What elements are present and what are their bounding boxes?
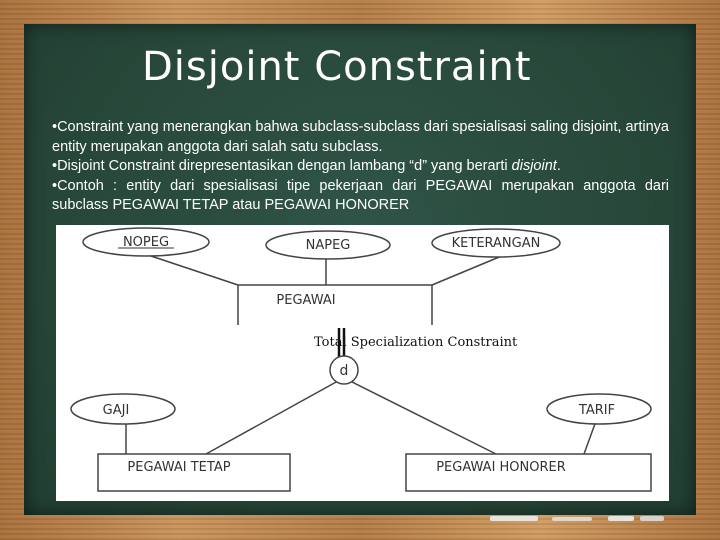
- superclass-pegawai: PEGAWAI: [237, 284, 433, 325]
- attribute-keterangan-label: KETERANGAN: [452, 236, 541, 251]
- chalk-piece-icon: [490, 516, 538, 521]
- slide-body: •Constraint yang menerangkan bahwa subcl…: [52, 118, 669, 216]
- eer-diagram: NOPEG NAPEG KETERANGAN PEGAWAI Total Spe…: [56, 225, 669, 501]
- chalk-piece-icon: [608, 516, 634, 521]
- connector-to-pegawai-honorer: [349, 380, 497, 455]
- chalk-pieces: [490, 516, 664, 521]
- attribute-napeg: NAPEG: [265, 230, 391, 260]
- connector-nopeg: [147, 254, 239, 286]
- attribute-keterangan: KETERANGAN: [431, 228, 561, 258]
- disjoint-symbol-label: d: [340, 363, 349, 379]
- bullet-representation-text: •Disjoint Constraint direpresentasikan d…: [52, 158, 512, 174]
- attribute-tarif-label: TARIF: [578, 403, 615, 418]
- subclass-pegawai-honorer: PEGAWAI HONORER: [405, 453, 652, 492]
- attribute-nopeg-label: NOPEG: [123, 235, 169, 250]
- chalk-piece-icon: [640, 516, 664, 521]
- bullet-representation-italic: disjoint: [511, 158, 557, 174]
- connector-to-pegawai-tetap: [205, 380, 339, 455]
- attribute-napeg-label: NAPEG: [306, 238, 351, 253]
- eer-diagram-svg: NOPEG NAPEG KETERANGAN PEGAWAI Total Spe…: [70, 227, 652, 492]
- bullet-definition: •Constraint yang menerangkan bahwa subcl…: [52, 119, 669, 155]
- attribute-tarif: TARIF: [546, 393, 652, 425]
- bullet-representation: •Disjoint Constraint direpresentasikan d…: [52, 157, 669, 177]
- disjoint-symbol: d: [329, 355, 359, 385]
- attribute-gaji: GAJI: [70, 393, 176, 425]
- constraint-caption: Total Specialization Constraint: [314, 335, 518, 350]
- chalk-piece-icon: [552, 517, 592, 521]
- connector-keterangan: [431, 254, 505, 286]
- subclass-pegawai-honorer-label: PEGAWAI HONORER: [436, 460, 566, 475]
- connector-tarif: [583, 420, 597, 455]
- subclass-pegawai-tetap-label: PEGAWAI TETAP: [127, 460, 230, 475]
- subclass-pegawai-tetap: PEGAWAI TETAP: [97, 453, 291, 492]
- bullet-representation-end: .: [556, 158, 561, 174]
- attribute-nopeg: NOPEG: [82, 227, 210, 257]
- attribute-gaji-label: GAJI: [103, 403, 130, 418]
- bullet-example: •Contoh : entity dari spesialisasi tipe …: [52, 177, 669, 214]
- slide-title: Disjoint Constraint: [142, 44, 532, 90]
- superclass-label: PEGAWAI: [276, 293, 335, 308]
